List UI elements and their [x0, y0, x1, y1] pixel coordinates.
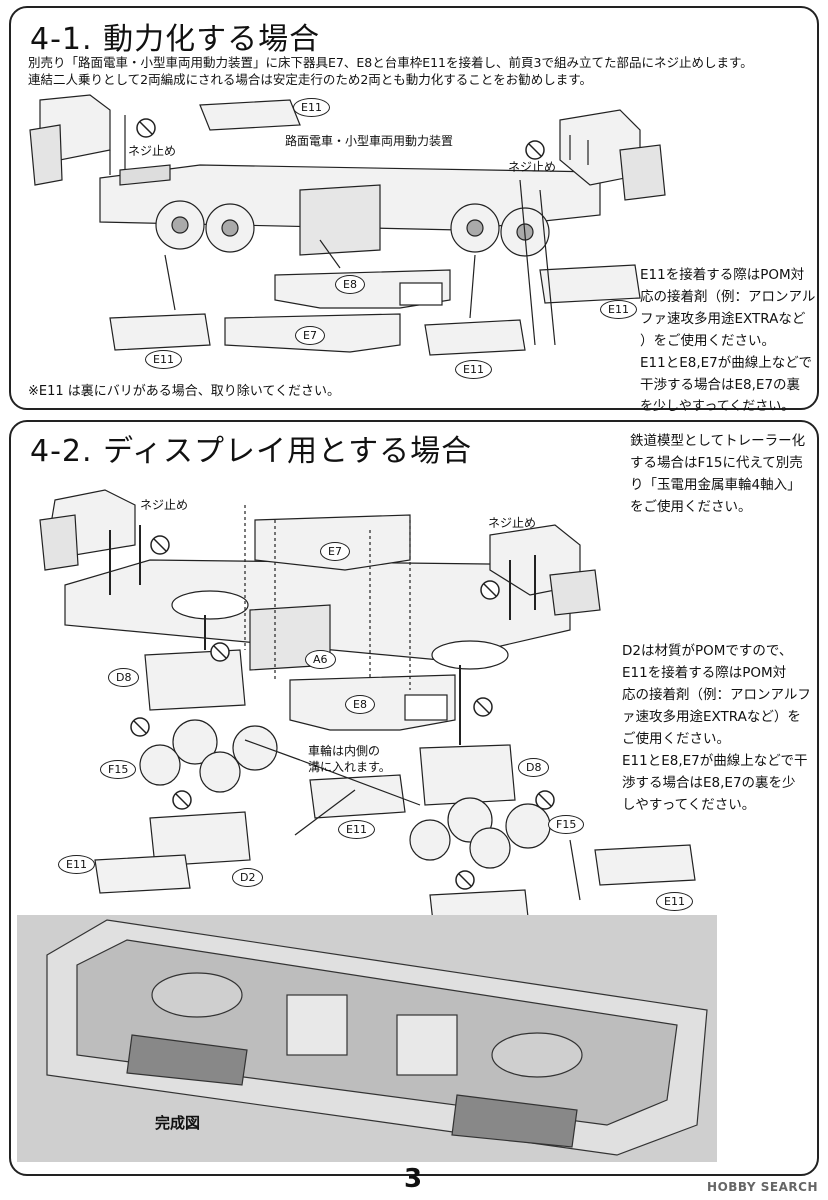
- completed-chassis-drawing: [46, 919, 708, 1156]
- part-d2-left: [149, 811, 251, 867]
- tag-f15-left: F15: [100, 760, 137, 779]
- label-screw-left-4-2: ネジ止め: [140, 498, 189, 512]
- section-4-1-intro-1: 別売り「路面電車・小型車両用動力装置」に床下器具E7、E8と台車枠E11を接着し…: [28, 55, 753, 70]
- footnote-4-1: ※E11 は裏にバリがある場合、取り除いてください。: [28, 384, 341, 399]
- part-e11-left: [94, 854, 191, 894]
- page-number: 3: [404, 1164, 423, 1194]
- part-e11-bottom-left: [109, 313, 211, 351]
- tag-e11-bottom-left: E11: [145, 350, 182, 369]
- motor-housing: [299, 184, 381, 256]
- completed-render: [17, 915, 717, 1162]
- tag-e11-left: E11: [58, 855, 95, 874]
- part-e11-right: [539, 264, 641, 304]
- tag-e7-4-1: E7: [295, 326, 325, 345]
- section-4-1-intro-2: 連結二人乗りとして2両編成にされる場合は安定走行のため2両とも動力化することをお…: [28, 72, 593, 87]
- section-4-1-title: 4-1. 動力化する場合: [30, 22, 321, 57]
- label-power-unit: 路面電車・小型車両用動力装置: [285, 134, 454, 148]
- wheel-f15-right-2: [505, 803, 551, 849]
- tag-e8-4-2: E8: [345, 695, 375, 714]
- tag-d8-left: D8: [108, 668, 140, 687]
- tag-d8-right: D8: [518, 758, 550, 777]
- wheel-note-line-2: 溝に入れます。: [308, 760, 391, 774]
- tag-e8-4-1: E8: [335, 275, 365, 294]
- part-e11-right-4-2: [594, 844, 696, 886]
- part-e11-bottom-mid: [424, 319, 526, 356]
- watermark: HOBBY SEARCH: [707, 1180, 818, 1194]
- part-e11-top: [199, 99, 301, 131]
- part-d8-left: [144, 649, 246, 711]
- label-screw-right-4-1: ネジ止め: [508, 160, 557, 174]
- wheel-f15-left-1: [172, 719, 218, 765]
- tag-e7-4-2: E7: [320, 542, 350, 561]
- section-4-2-title: 4-2. ディスプレイ用とする場合: [30, 434, 473, 469]
- tag-a6: A6: [305, 650, 336, 669]
- wheel-f15-left-2: [232, 725, 278, 771]
- tag-f15-right: F15: [548, 815, 585, 834]
- completed-label: 完成図: [155, 1114, 201, 1132]
- part-d8-right: [419, 744, 516, 806]
- part-e11-mid: [309, 774, 406, 819]
- tag-e11-bottom-mid: E11: [455, 360, 492, 379]
- label-screw-right-4-2: ネジ止め: [488, 516, 537, 530]
- tag-e11-right: E11: [600, 300, 637, 319]
- tag-e11-mid: E11: [338, 820, 375, 839]
- tag-d2-left: D2: [232, 868, 264, 887]
- tag-e11-top: E11: [293, 98, 330, 117]
- tag-e11-right-4-2: E11: [656, 892, 693, 911]
- wheel-note-line-1: 車輪は内側の: [308, 744, 381, 758]
- label-screw-left-4-1: ネジ止め: [128, 144, 177, 158]
